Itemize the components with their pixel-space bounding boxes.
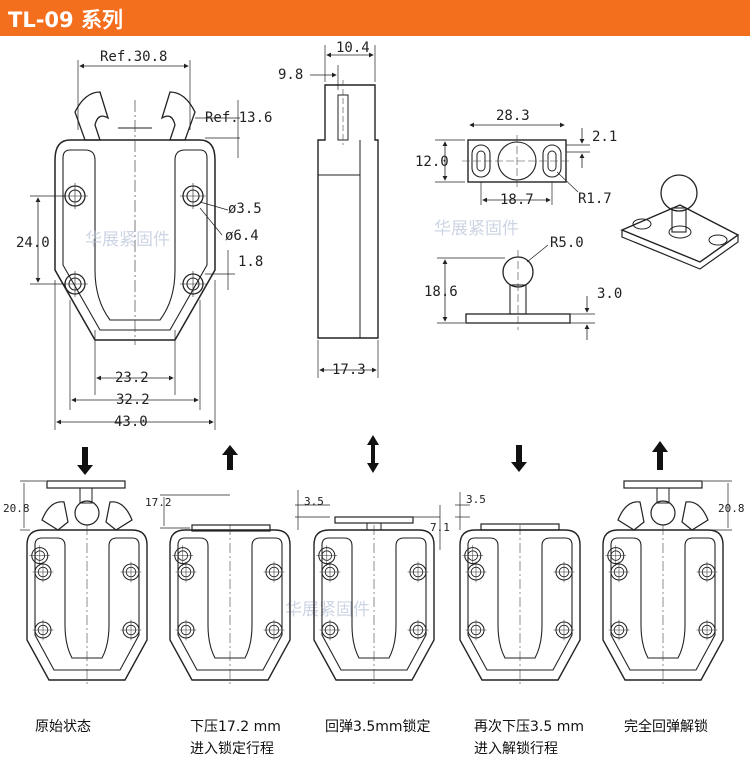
dim-striker-height: 18.6 [424,284,458,300]
dim-plate-spacing: 18.7 [500,192,534,208]
stage-1-diagram: 20.8 [3,480,147,685]
caption-stage-3: 回弹3.5mm锁定 [325,719,431,735]
dim-side-left: 9.8 [278,67,303,83]
dim-overall: 43.0 [114,414,148,430]
striker-iso-view [620,174,740,270]
plate-view: 28.3 12.0 2.1 18.7 R1.7 [415,108,617,208]
dim-hole-small: ø3.5 [228,201,262,217]
header-banner: TL-09 系列 [0,0,750,36]
dim-striker-thickness: 3.0 [597,286,622,302]
stage-4-diagram: 3.5 [455,492,580,685]
front-view: Ref.30.8 Ref.13.6 ø3.5 ø6.4 24.0 1.8 23.… [16,49,272,430]
dim-stage4: 3.5 [466,493,486,506]
dim-hole-large: ø6.4 [225,228,259,244]
dim-inner: 23.2 [115,370,149,386]
dim-mid: 32.2 [116,392,150,408]
dim-side-bottom: 17.3 [332,362,366,378]
dim-plate-height: 12.0 [415,154,449,170]
dim-stage3b: 7.1 [430,521,450,534]
caption-stage-2: 下压17.2 mm 进入锁定行程 [190,719,281,757]
dim-plate-radius: R1.7 [578,191,612,207]
dim-stage5: 20.8 [718,502,745,515]
caption-stage-5: 完全回弹解锁 [624,719,708,735]
watermark-3: 华展紧固件 [285,600,370,620]
caption-stage-1: 原始状态 [35,719,91,735]
side-view: 10.4 9.8 17.3 [278,40,379,378]
dim-ref-side: Ref.13.6 [205,110,272,126]
dim-stage3a: 3.5 [304,495,324,508]
striker-side-view: R5.0 18.6 3.0 [424,235,622,340]
dim-plate-offset: 2.1 [592,129,617,145]
dim-plate-width: 28.3 [496,108,530,124]
stage-arrows [77,435,668,475]
dim-offset: 1.8 [238,254,263,270]
dim-vertical: 24.0 [16,235,50,251]
caption-stage-4: 再次下压3.5 mm 进入解锁行程 [474,719,584,757]
dim-stage1: 20.8 [3,502,30,515]
stage-3-diagram: 3.5 7.1 [295,490,450,685]
stage-5-diagram: 20.8 [603,480,745,685]
stage-2-diagram: 17.2 [145,494,290,685]
page-title: TL-09 系列 [8,8,123,32]
watermark-2: 华展紧固件 [434,219,519,239]
dim-stage2: 17.2 [145,496,172,509]
dim-ref-width: Ref.30.8 [100,49,167,65]
dim-side-top: 10.4 [336,40,370,56]
watermark-1: 华展紧固件 [85,230,170,250]
dim-striker-radius: R5.0 [550,235,584,251]
